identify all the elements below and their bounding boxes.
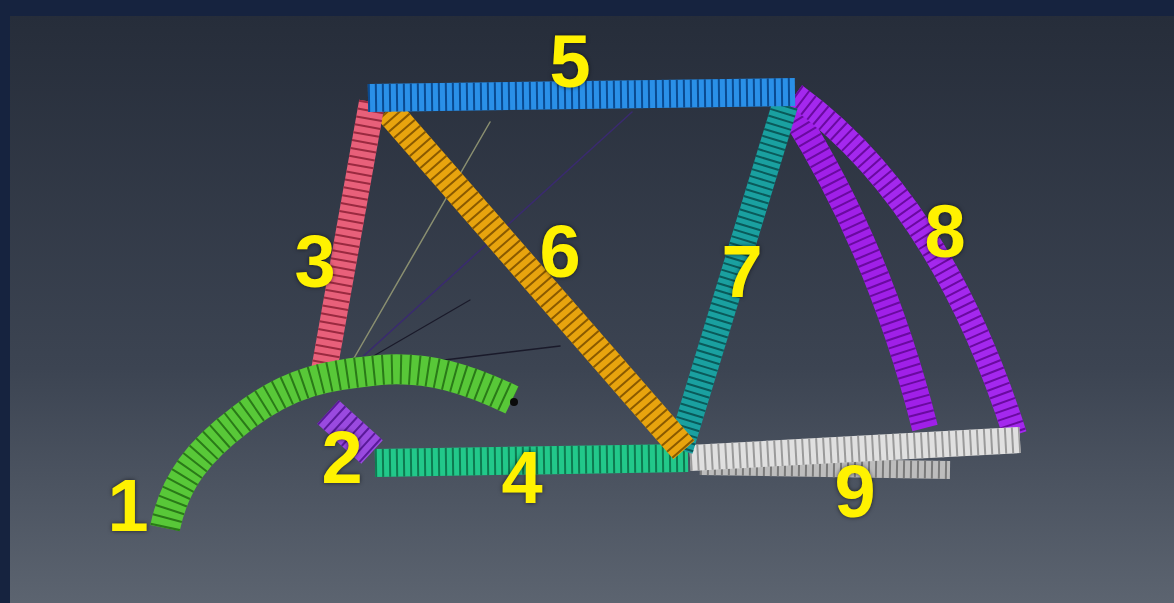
callout-number: 7: [721, 235, 762, 309]
tube-coil: [680, 105, 785, 450]
callout-number: 2: [321, 421, 362, 495]
tube-body: [388, 110, 684, 450]
callout-number: 5: [549, 25, 590, 99]
callout-number: 8: [924, 195, 965, 269]
callout-number: 6: [539, 215, 580, 289]
callout-number: 3: [294, 225, 335, 299]
callout-number: 4: [501, 441, 542, 515]
tubes: [165, 92, 1020, 528]
tube-end: [510, 398, 518, 406]
tube-body: [165, 369, 512, 528]
tube-coil: [388, 110, 684, 450]
tube-body: [795, 95, 1015, 435]
tube-body: [680, 105, 785, 450]
callout-number: 9: [834, 455, 875, 529]
panel-ground: [10, 16, 1174, 603]
callout-number: 1: [107, 469, 148, 543]
tube-coil: [165, 369, 512, 528]
tube-coil: [795, 95, 1015, 435]
